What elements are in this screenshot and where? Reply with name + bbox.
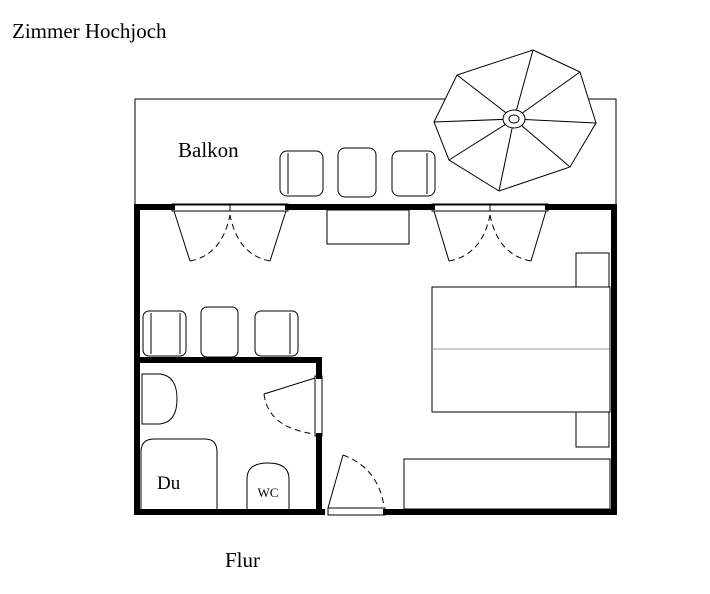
entrance-door [327, 454, 386, 516]
balcony-label: Balkon [178, 138, 239, 162]
balcony-chair [337, 147, 377, 198]
balcony-chair [279, 150, 324, 197]
bathroom-walls [134, 357, 322, 515]
balcony-door-right [431, 203, 549, 262]
balcony-door-left [171, 203, 289, 262]
wc-label: WC [258, 485, 279, 500]
bathroom-door [263, 375, 323, 437]
hallway-label: Flur [225, 548, 260, 572]
plan-title: Zimmer Hochjoch [12, 19, 167, 43]
shower-tray [140, 438, 218, 509]
parasol [433, 49, 597, 192]
double-bed [431, 252, 611, 448]
washbasin [141, 373, 178, 425]
balcony-chair [391, 150, 436, 197]
sideboard [326, 209, 410, 245]
room-chair [200, 306, 239, 358]
room-chair [142, 310, 187, 357]
room-chair [254, 310, 299, 357]
wardrobe [403, 458, 611, 510]
toilet [246, 462, 290, 509]
shower-label: Du [157, 473, 181, 494]
